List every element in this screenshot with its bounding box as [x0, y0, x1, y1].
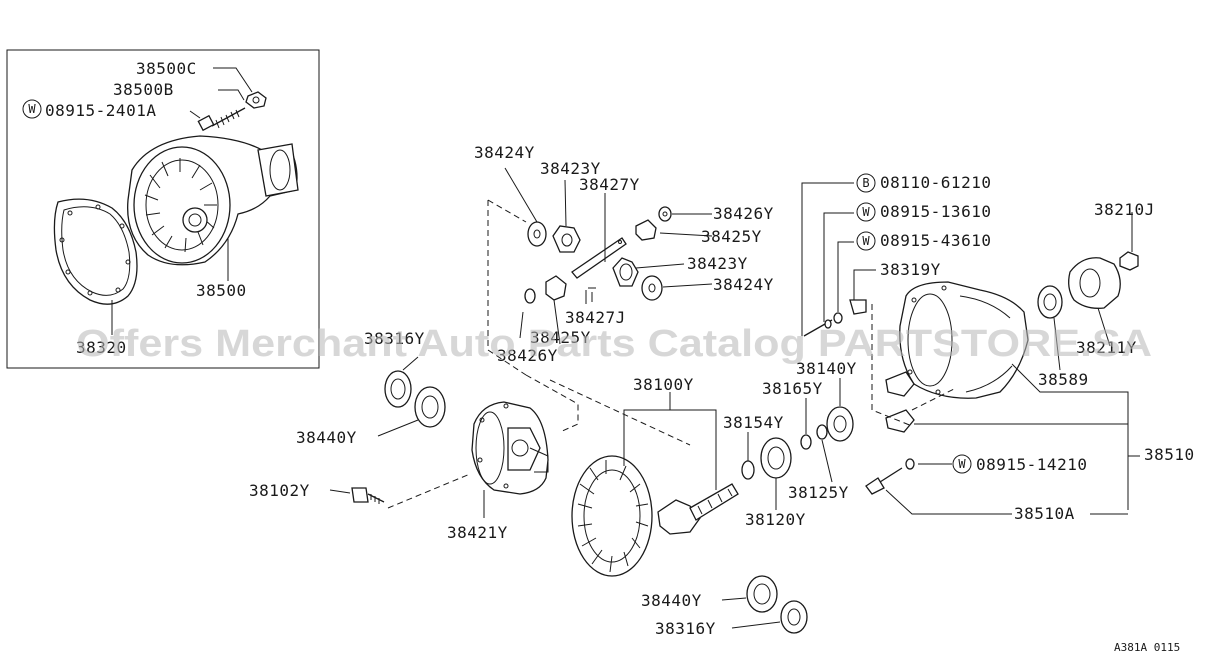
label-38500b: 38500B	[113, 80, 174, 99]
svg-text:W: W	[862, 234, 870, 248]
washer-badge-13610: W	[856, 202, 876, 222]
label-38100y: 38100Y	[633, 375, 694, 394]
svg-text:W: W	[958, 457, 966, 471]
bolt-badge-08110: B	[856, 173, 876, 193]
inset-frame	[6, 49, 320, 369]
diff-case-drawing	[471, 401, 549, 495]
label-38125y: 38125Y	[788, 483, 849, 502]
label-38120y: 38120Y	[745, 510, 806, 529]
label-38425y-left: 38425Y	[530, 328, 591, 347]
bearing-bottom-drawing	[746, 575, 808, 634]
label-38154y: 38154Y	[723, 413, 784, 432]
label-08915-43610: 08915-43610	[880, 231, 991, 250]
label-38589: 38589	[1038, 370, 1089, 389]
label-38316y-top: 38316Y	[364, 329, 425, 348]
label-38440y-bottom: 38440Y	[641, 591, 702, 610]
label-38211y: 38211Y	[1076, 338, 1137, 357]
label-38424y-mid: 38424Y	[713, 275, 774, 294]
label-38500: 38500	[196, 281, 247, 300]
diagram-code: A381A 0115	[1114, 641, 1180, 654]
label-38140y: 38140Y	[796, 359, 857, 378]
label-38320: 38320	[76, 338, 127, 357]
label-38427y: 38427Y	[579, 175, 640, 194]
label-38426y-left: 38426Y	[497, 346, 558, 365]
label-38319y: 38319Y	[880, 260, 941, 279]
label-38426y-right: 38426Y	[713, 204, 774, 223]
svg-text:B: B	[862, 176, 869, 190]
label-38440y-top: 38440Y	[296, 428, 357, 447]
washer-badge-inset: W	[22, 99, 42, 119]
label-38423y-mid: 38423Y	[687, 254, 748, 273]
bearing-left-drawing	[384, 370, 446, 428]
diff-assembly-drawing	[53, 91, 299, 305]
label-38424y-top: 38424Y	[474, 143, 535, 162]
ring-gear-drawing	[571, 455, 739, 577]
label-08915-2401a: 08915-2401A	[45, 101, 156, 120]
label-38510a: 38510A	[1014, 504, 1075, 523]
label-08915-14210: 08915-14210	[976, 455, 1087, 474]
label-08915-13610: 08915-13610	[880, 202, 991, 221]
label-38316y-bottom: 38316Y	[655, 619, 716, 638]
label-38421y: 38421Y	[447, 523, 508, 542]
svg-text:W: W	[28, 102, 36, 116]
washer-badge-43610: W	[856, 231, 876, 251]
washer-badge-14210: W	[952, 454, 972, 474]
label-38427j: 38427J	[565, 308, 626, 327]
label-38500c: 38500C	[136, 59, 197, 78]
gear-set-drawing	[524, 206, 672, 304]
bolt-38102y-drawing	[351, 487, 385, 504]
label-38210j: 38210J	[1094, 200, 1155, 219]
label-38165y: 38165Y	[762, 379, 823, 398]
label-08110-61210: 08110-61210	[880, 173, 991, 192]
bolt-small-drawing	[803, 312, 915, 495]
label-38423y-top: 38423Y	[540, 159, 601, 178]
label-38425y: 38425Y	[701, 227, 762, 246]
svg-text:W: W	[862, 205, 870, 219]
label-38102y: 38102Y	[249, 481, 310, 500]
label-38510: 38510	[1144, 445, 1195, 464]
carrier-housing-drawing	[849, 251, 1139, 433]
watermark: Offers Merchant Auto Parts Catalog PARTS…	[76, 323, 1152, 365]
